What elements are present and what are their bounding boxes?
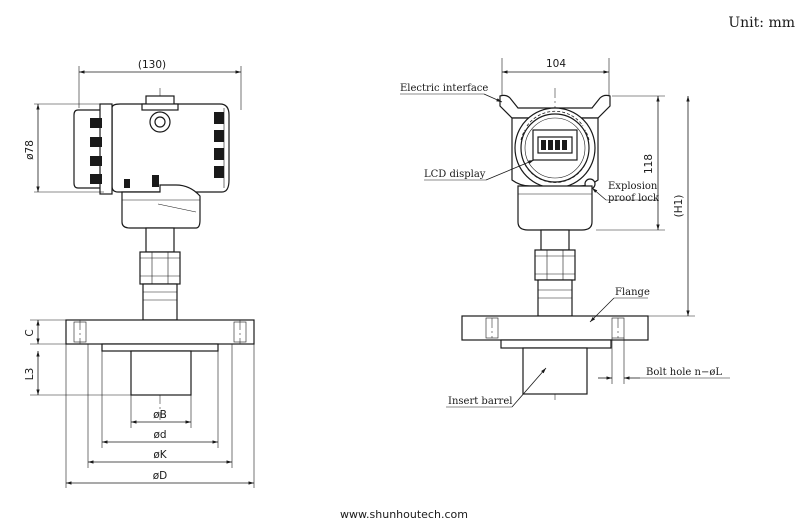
right-flange bbox=[461, 315, 649, 341]
left-flange bbox=[65, 319, 255, 345]
left-housing bbox=[111, 103, 230, 193]
right-insert-barrel bbox=[522, 347, 588, 395]
unit-label: Unit: mm bbox=[728, 15, 795, 31]
footer-url: www.shunhoutech.com bbox=[340, 508, 468, 521]
left-dim-d-large: øD bbox=[153, 470, 168, 482]
left-dim-b: øB bbox=[153, 409, 167, 421]
left-dim-d-small: ød bbox=[153, 429, 166, 441]
left-view: (130) ø78 C L3 øB ød øK øD bbox=[24, 59, 255, 488]
right-dim-h1: (H1) bbox=[673, 195, 685, 218]
left-dim-k: øK bbox=[153, 449, 167, 461]
label-explosion-line2: proof lock bbox=[608, 193, 660, 204]
label-flange: Flange bbox=[615, 287, 650, 298]
left-dim-l3: L3 bbox=[24, 368, 36, 381]
right-dim-width: 104 bbox=[546, 58, 566, 70]
label-electric-interface: Electric interface bbox=[400, 83, 488, 94]
left-dim-c: C bbox=[24, 329, 36, 336]
right-head-top bbox=[499, 94, 611, 119]
right-view: 104 118 (H1) Electric interface LCD disp… bbox=[400, 58, 730, 408]
right-dim-height: 118 bbox=[643, 154, 655, 174]
label-insert-barrel: Insert barrel bbox=[448, 396, 512, 407]
label-bolt-hole: Bolt hole n−øL bbox=[646, 367, 722, 378]
label-lcd-display: LCD display bbox=[424, 169, 486, 180]
left-dim-diameter: ø78 bbox=[24, 140, 36, 160]
label-explosion-line1: Explosion bbox=[608, 181, 658, 192]
left-dim-width: (130) bbox=[138, 59, 166, 71]
left-insert-barrel bbox=[130, 350, 192, 396]
ring-marking bbox=[520, 110, 590, 183]
